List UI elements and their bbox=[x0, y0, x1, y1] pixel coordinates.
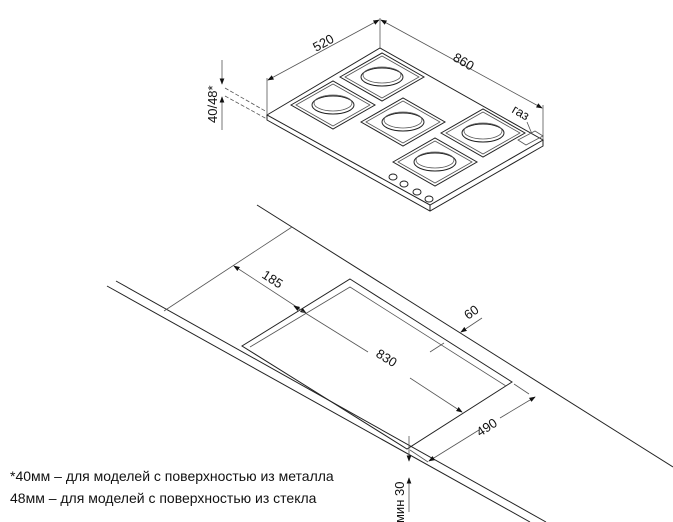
countertop-front-bottom-edge bbox=[106, 285, 531, 522]
countertop-back-edge bbox=[256, 204, 673, 468]
dim-185: 185 bbox=[259, 267, 285, 291]
cutout bbox=[241, 278, 513, 450]
dim-min-30: мин 30 bbox=[392, 482, 407, 522]
dim-830: 830 bbox=[373, 346, 399, 370]
dim-490: 490 bbox=[473, 415, 499, 439]
dim-520: 520 bbox=[310, 31, 336, 55]
dim-height: 40/48* bbox=[205, 85, 220, 123]
note-metal: *40мм – для моделей с поверхностью из ме… bbox=[10, 468, 334, 484]
gas-label: газ bbox=[510, 102, 533, 124]
dim-60: 60 bbox=[461, 302, 481, 323]
control-knobs bbox=[388, 173, 434, 203]
burner-grates bbox=[289, 52, 527, 187]
hob-dimension-lines bbox=[219, 18, 544, 140]
gas-connector bbox=[517, 130, 544, 146]
hob-drawing bbox=[265, 47, 545, 212]
note-glass: 48мм – для моделей с поверхностью из сте… bbox=[10, 490, 317, 506]
cutout-dimension-lines bbox=[233, 265, 536, 512]
